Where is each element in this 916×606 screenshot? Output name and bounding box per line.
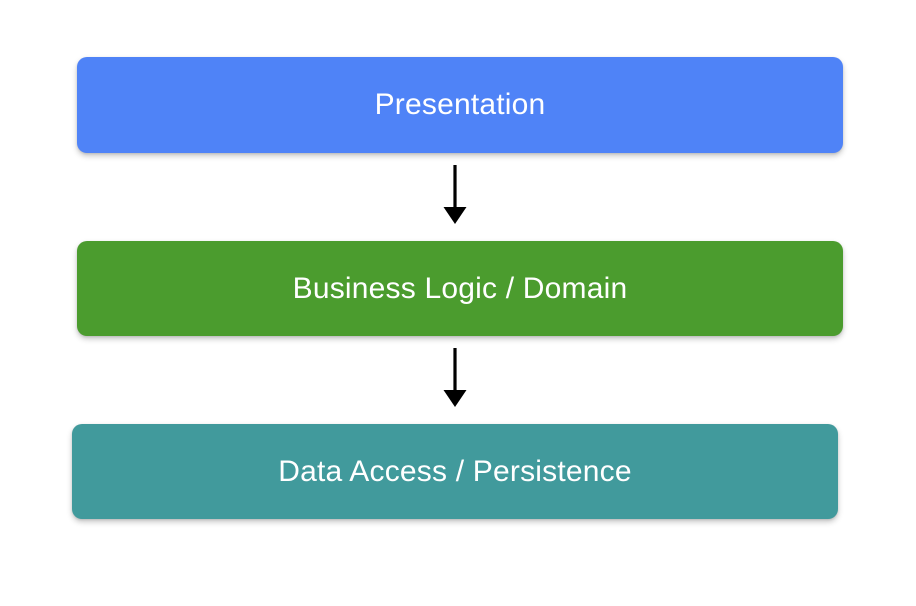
arrowhead-down-icon (443, 207, 467, 224)
node-presentation[interactable]: Presentation (77, 57, 843, 153)
node-data-access-label: Data Access / Persistence (278, 454, 632, 488)
node-data-access[interactable]: Data Access / Persistence (72, 424, 838, 519)
arrowhead-down-icon (443, 390, 467, 407)
arrow-business-to-data (443, 348, 467, 407)
node-presentation-label: Presentation (374, 88, 546, 121)
node-business-logic-label: Business Logic / Domain (292, 271, 628, 305)
arrow-presentation-to-business (443, 165, 467, 224)
node-business-logic[interactable]: Business Logic / Domain (77, 241, 843, 336)
